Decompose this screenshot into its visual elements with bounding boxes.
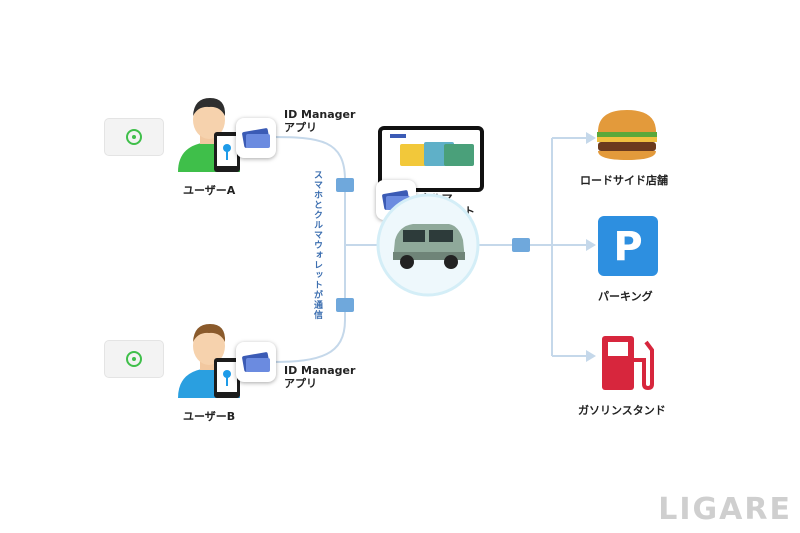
id-badge-icon: [512, 238, 530, 252]
user-b-name: ユーザーB: [183, 410, 236, 423]
parking-icon: P: [598, 216, 658, 276]
id-badge-icon: [336, 298, 354, 312]
comm-label: スマホとクルマウォレットが通信: [312, 170, 322, 320]
id-manager-app-icon[interactable]: [236, 118, 276, 158]
user-a-app-label-line1: ID Manager: [284, 108, 356, 121]
arrow-head-gas: [586, 350, 596, 362]
line-user-b: [271, 245, 346, 363]
user-b-avatar-icon: [178, 324, 240, 398]
service-label-parking: パーキング: [598, 290, 653, 303]
arrow-head-parking: [586, 239, 596, 251]
steering-card-icon: [104, 118, 164, 156]
burger-icon: [597, 110, 657, 160]
user-a-app-label-line2: アプリ: [284, 121, 317, 134]
service-label-gas: ガソリンスタンド: [578, 404, 666, 417]
steering-card-icon: [104, 340, 164, 378]
ligare-logo: LIGARE: [658, 492, 792, 527]
gas-station-icon: [602, 336, 654, 391]
id-manager-app-icon[interactable]: [236, 342, 276, 382]
user-a-avatar-icon: [178, 98, 240, 172]
svg-text:P: P: [613, 224, 642, 270]
line-user-a: [271, 136, 378, 246]
car-icon: [376, 193, 480, 297]
user-b-app-label-line1: ID Manager: [284, 364, 356, 377]
service-label-restaurant: ロードサイド店舗: [580, 174, 668, 187]
arrow-head-restaurant: [586, 132, 596, 144]
id-badge-icon: [336, 178, 354, 192]
user-a-name: ユーザーA: [183, 184, 236, 197]
user-b-app-label-line2: アプリ: [284, 377, 317, 390]
